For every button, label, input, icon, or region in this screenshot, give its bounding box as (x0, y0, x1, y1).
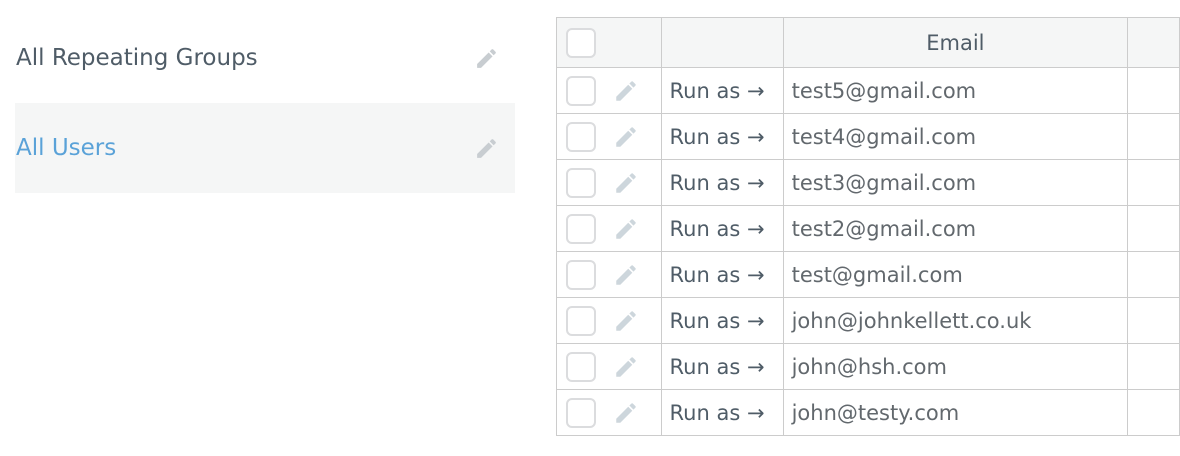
table-row: Run as → test@gmail.com (556, 251, 1180, 298)
sidebar-item-label: All Repeating Groups (16, 45, 258, 71)
row-select-cell (556, 67, 662, 114)
run-as-cell: Run as → (660, 113, 784, 160)
extra-cell (1127, 205, 1180, 252)
edit-record-icon[interactable] (613, 354, 639, 380)
users-data-table: Email Run as → test5@gmail.com (556, 17, 1180, 436)
row-select-cell (556, 113, 662, 160)
email-cell: test@gmail.com (782, 251, 1129, 298)
run-as-cell: Run as → (660, 343, 784, 390)
table-row: Run as → test3@gmail.com (556, 159, 1180, 206)
run-as-cell: Run as → (660, 389, 784, 436)
edit-view-icon[interactable] (474, 136, 499, 161)
email-cell: test4@gmail.com (782, 113, 1129, 160)
extra-cell (1127, 67, 1180, 114)
saved-views-list: All Repeating Groups All Users (15, 13, 515, 193)
email-cell: test5@gmail.com (782, 67, 1129, 114)
extra-column-header (1127, 17, 1180, 68)
select-all-checkbox[interactable] (566, 27, 596, 58)
run-as-link[interactable]: Run as → (669, 124, 765, 149)
extra-cell (1127, 113, 1180, 160)
run-as-link[interactable]: Run as → (669, 308, 765, 333)
row-select-cell (556, 297, 662, 344)
extra-cell (1127, 343, 1180, 390)
run-as-cell: Run as → (660, 205, 784, 252)
run-as-link[interactable]: Run as → (669, 400, 765, 425)
edit-view-icon[interactable] (474, 46, 499, 71)
extra-cell (1127, 297, 1180, 344)
row-checkbox[interactable] (566, 351, 596, 382)
email-cell: john@hsh.com (782, 343, 1129, 390)
table-row: Run as → test2@gmail.com (556, 205, 1180, 252)
row-checkbox[interactable] (566, 305, 596, 336)
edit-record-icon[interactable] (613, 216, 639, 242)
run-as-cell: Run as → (660, 67, 784, 114)
row-checkbox[interactable] (566, 213, 596, 244)
run-as-column-header (660, 17, 784, 68)
run-as-link[interactable]: Run as → (669, 78, 765, 103)
edit-record-icon[interactable] (613, 400, 639, 426)
table-row: Run as → john@hsh.com (556, 343, 1180, 390)
run-as-link[interactable]: Run as → (669, 262, 765, 287)
table-row: Run as → john@testy.com (556, 389, 1180, 436)
row-select-cell (556, 343, 662, 390)
row-checkbox[interactable] (566, 167, 596, 198)
run-as-link[interactable]: Run as → (669, 170, 765, 195)
run-as-cell: Run as → (660, 297, 784, 344)
email-cell: test2@gmail.com (782, 205, 1129, 252)
email-cell: john@johnkellett.co.uk (782, 297, 1129, 344)
row-select-cell (556, 159, 662, 206)
edit-record-icon[interactable] (613, 78, 639, 104)
edit-record-icon[interactable] (613, 262, 639, 288)
sidebar-item-all-users[interactable]: All Users (15, 103, 515, 193)
row-select-cell (556, 251, 662, 298)
run-as-cell: Run as → (660, 159, 784, 206)
row-select-cell (556, 389, 662, 436)
run-as-cell: Run as → (660, 251, 784, 298)
table-row: Run as → test5@gmail.com (556, 67, 1180, 114)
extra-cell (1127, 251, 1180, 298)
email-cell: john@testy.com (782, 389, 1129, 436)
row-checkbox[interactable] (566, 259, 596, 290)
edit-record-icon[interactable] (613, 170, 639, 196)
sidebar-item-all-repeating-groups[interactable]: All Repeating Groups (15, 13, 515, 103)
run-as-link[interactable]: Run as → (669, 354, 765, 379)
edit-record-icon[interactable] (613, 308, 639, 334)
email-cell: test3@gmail.com (782, 159, 1129, 206)
row-checkbox[interactable] (566, 75, 596, 106)
row-checkbox[interactable] (566, 397, 596, 428)
table-row: Run as → john@johnkellett.co.uk (556, 297, 1180, 344)
extra-cell (1127, 159, 1180, 206)
run-as-link[interactable]: Run as → (669, 216, 765, 241)
row-checkbox[interactable] (566, 121, 596, 152)
table-row: Run as → test4@gmail.com (556, 113, 1180, 160)
row-select-cell (556, 205, 662, 252)
sidebar-item-label: All Users (16, 135, 117, 161)
edit-record-icon[interactable] (613, 124, 639, 150)
extra-cell (1127, 389, 1180, 436)
email-column-header: Email (782, 17, 1129, 68)
table-header-row: Email (556, 17, 1180, 68)
select-column-header (556, 17, 662, 68)
